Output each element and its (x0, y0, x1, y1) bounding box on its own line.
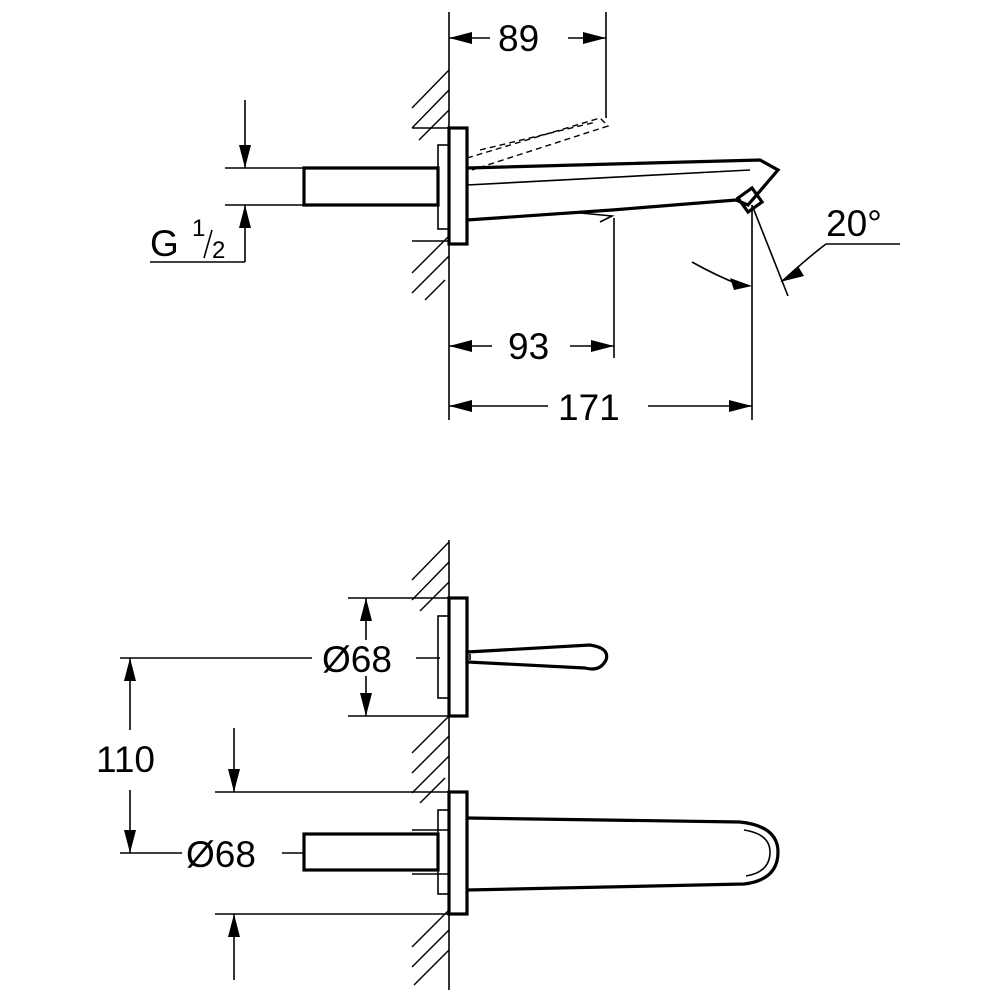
dimension-171: 171 (449, 205, 753, 428)
spout-plate-step (437, 809, 450, 895)
dimension-93-label: 93 (508, 326, 549, 367)
rotated-spout-outline (466, 117, 610, 171)
diameter-upper-label: Ø68 (322, 639, 392, 680)
pipe-thread-prefix: G (150, 223, 179, 264)
dimension-171-label: 171 (558, 387, 620, 428)
wall-hatching-top (411, 68, 450, 301)
pipe-thread-numerator: 1 (192, 215, 205, 242)
dimension-89: 89 (448, 12, 607, 118)
front-spout (466, 816, 780, 892)
spout-body (466, 158, 781, 222)
dimension-diameter-lower: Ø68 (186, 728, 449, 980)
diameter-lower-label: Ø68 (186, 834, 256, 875)
dimension-110: 110 (96, 657, 440, 854)
lever-handle (465, 643, 609, 671)
pipe-thread-denominator: 2 (212, 237, 225, 264)
pipe-thread-dimension: G 1 2 (150, 100, 304, 264)
dimension-89-label: 89 (498, 18, 539, 59)
handle-plate-step (437, 615, 450, 699)
front-pipe (302, 832, 440, 872)
angle-20-dimension: 20° (691, 203, 900, 297)
flange-step (437, 144, 450, 230)
handle-plate (447, 596, 469, 718)
spout-plate (447, 790, 469, 916)
dimension-110-label: 110 (96, 739, 155, 780)
wall-hatching-front (411, 540, 450, 990)
aerator (735, 185, 765, 215)
spout-underside (569, 211, 615, 223)
dimension-93: 93 (448, 218, 615, 420)
front-view: Ø68 110 Ø68 (96, 540, 780, 990)
wall-flange (447, 126, 469, 246)
angle-20-label: 20° (826, 203, 882, 244)
top-view: 89 G 1 2 93 (150, 12, 900, 428)
supply-pipe (302, 166, 440, 207)
dimension-diameter-upper: Ø68 (322, 597, 412, 717)
spout-edge (466, 169, 751, 186)
front-spout-inner (743, 829, 771, 877)
